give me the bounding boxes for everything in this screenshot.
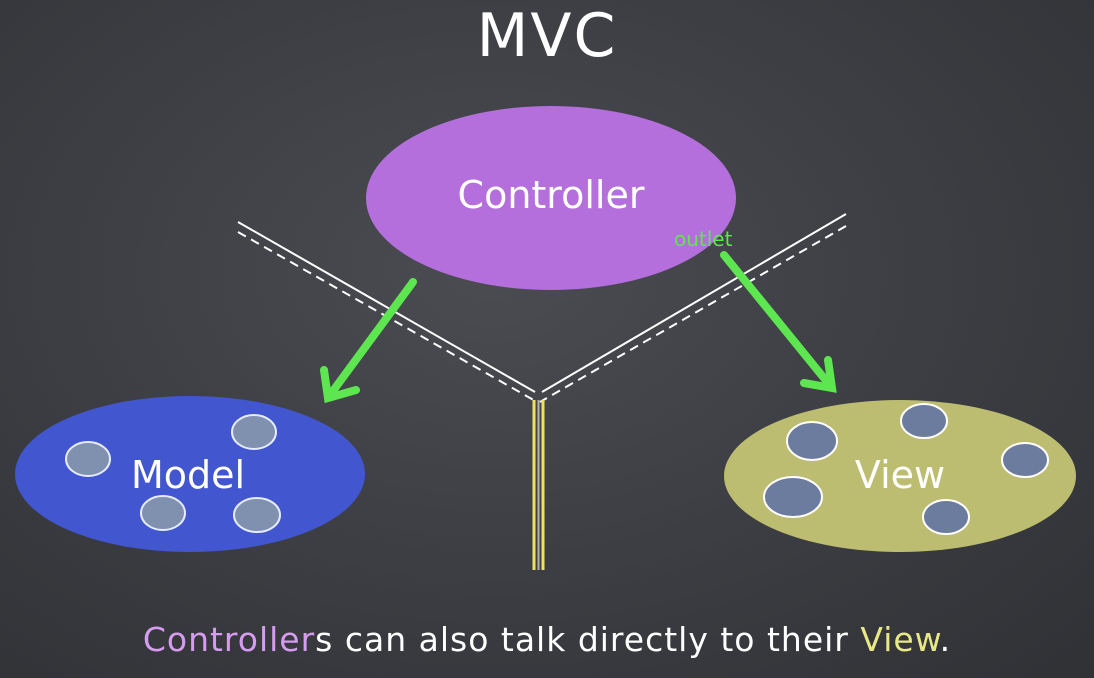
arrow-controller-to-model xyxy=(320,278,417,404)
arrow-controller-to-view xyxy=(720,251,837,393)
view-dot xyxy=(1001,442,1049,478)
view-dot xyxy=(763,476,823,518)
view-dot xyxy=(922,499,970,535)
view-dots xyxy=(763,403,1049,535)
view-dot xyxy=(900,403,948,439)
model-dots xyxy=(65,414,281,533)
model-dot xyxy=(231,414,277,450)
slide-title: MVC xyxy=(476,1,618,71)
controller-label: Controller xyxy=(458,173,645,217)
controller-ellipse xyxy=(366,106,736,290)
double-yellow-line xyxy=(532,400,545,570)
model-label: Model xyxy=(131,453,245,497)
caption-period: . xyxy=(939,620,952,659)
caption: Controllers can also talk directly to th… xyxy=(0,618,1094,662)
model-dot xyxy=(140,495,186,531)
outlet-label: outlet xyxy=(674,227,733,251)
caption-controller: Controller xyxy=(142,620,316,659)
view-dot xyxy=(786,421,838,461)
caption-view: View xyxy=(860,620,940,659)
view-label: View xyxy=(855,453,945,497)
caption-middle: s can also talk directly to their xyxy=(315,620,861,659)
model-dot xyxy=(65,441,111,477)
model-dot xyxy=(233,497,281,533)
